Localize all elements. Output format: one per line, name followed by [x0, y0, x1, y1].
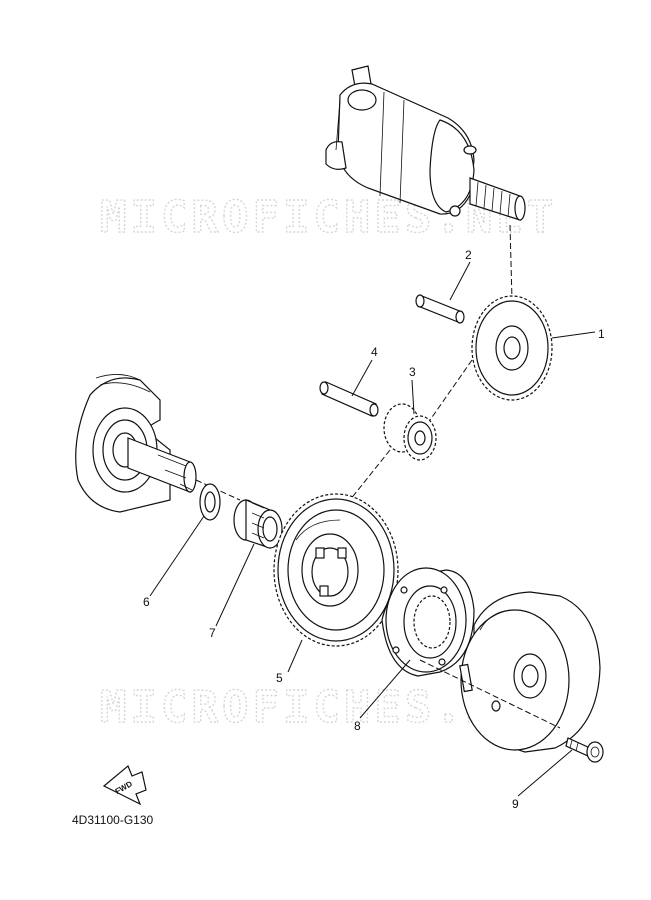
- crankshaft-assembly: [75, 374, 197, 513]
- fwd-arrow-icon: FWD: [102, 765, 147, 806]
- callout-6: 6: [143, 595, 150, 609]
- diagram-code: 4D31100-G130: [72, 813, 153, 827]
- part-2-shaft: [415, 294, 465, 324]
- callout-3: 3: [409, 365, 416, 379]
- starter-motor: [325, 65, 526, 221]
- part-8-one-way-clutch: [381, 567, 475, 677]
- callout-1: 1: [598, 327, 605, 341]
- callout-2: 2: [465, 248, 472, 262]
- part-4-shaft: [319, 381, 379, 417]
- part-3-small-gear: [383, 403, 437, 461]
- part-5-starter-gear: [273, 493, 399, 647]
- part-1-idler-gear: [471, 295, 553, 401]
- callout-5: 5: [276, 671, 283, 685]
- callout-9: 9: [512, 797, 519, 811]
- part-9-bolt: [565, 737, 604, 763]
- leader-lines: [149, 261, 596, 797]
- callout-7: 7: [209, 626, 216, 640]
- part-7-bearing: [233, 499, 283, 549]
- callout-8: 8: [354, 719, 361, 733]
- rotor-flywheel: [459, 591, 601, 753]
- part-6-washer: [199, 483, 221, 521]
- callout-4: 4: [371, 345, 378, 359]
